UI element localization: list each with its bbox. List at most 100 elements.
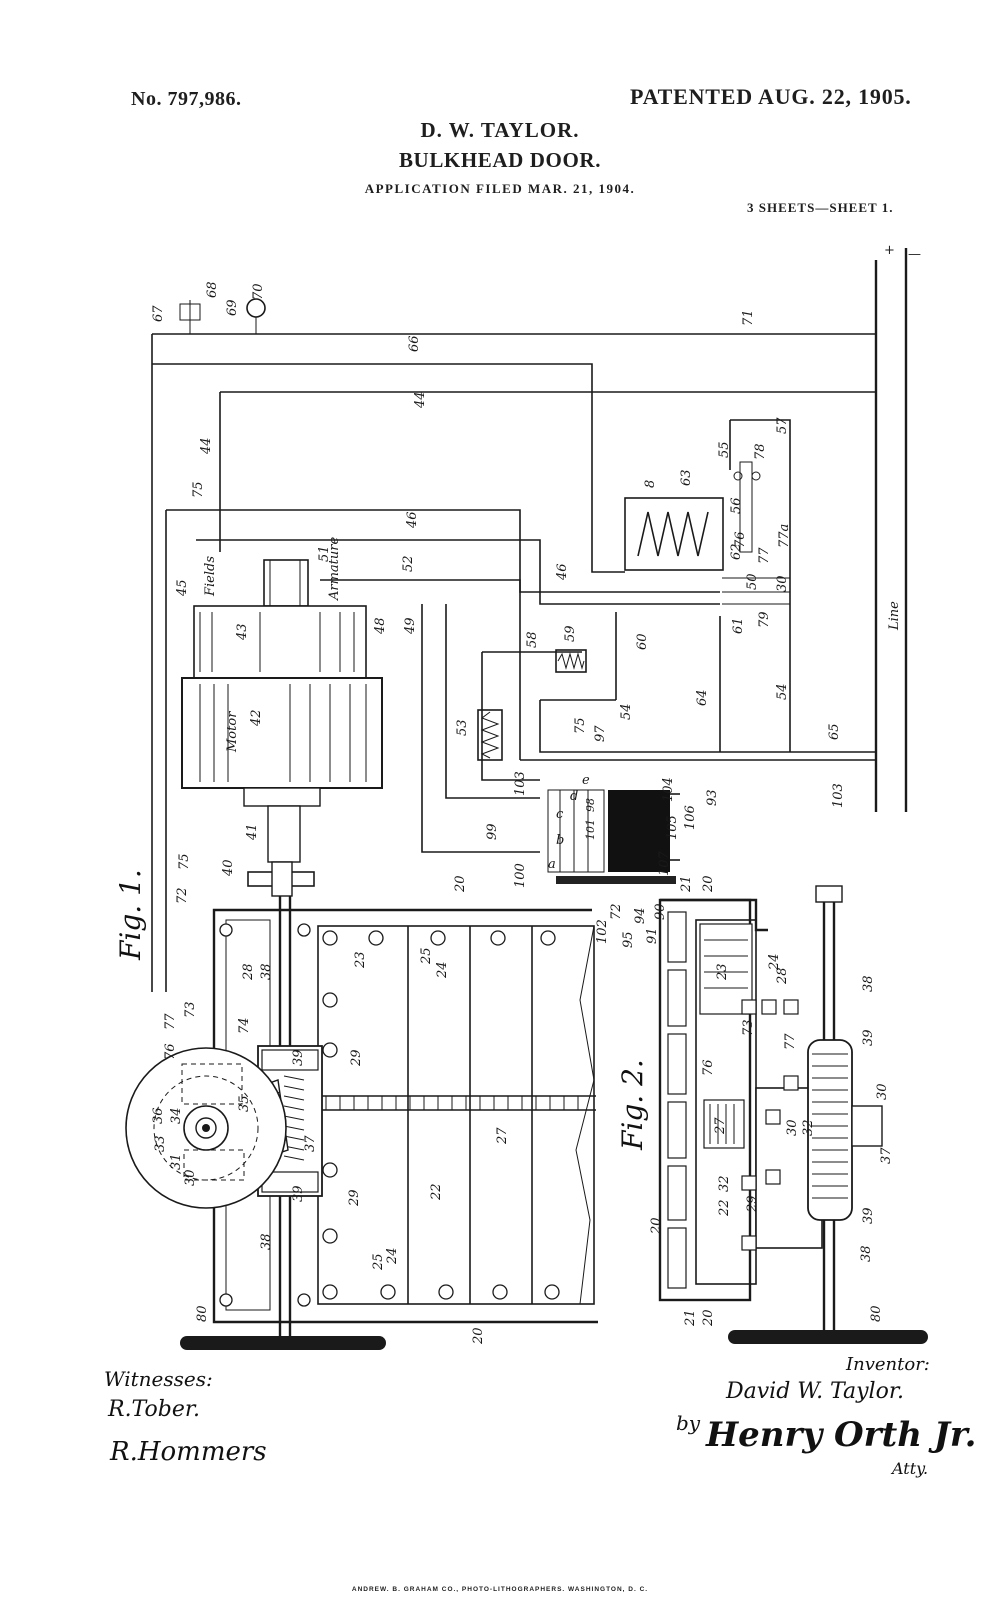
patented-date: PATENTED AUG. 22, 1905. xyxy=(630,84,912,109)
numeral-28a: 28 xyxy=(241,963,256,981)
numeral-24b: 24 xyxy=(385,1247,400,1265)
numeral-28b: 28 xyxy=(775,967,790,985)
numeral-58: 58 xyxy=(525,631,540,648)
numeral-75c: 75 xyxy=(177,853,192,870)
witness-2-signature: R.Hommers xyxy=(109,1437,267,1467)
numeral-78: 78 xyxy=(753,443,768,460)
numeral-75a: 75 xyxy=(191,481,206,498)
fig1-label: Fig. 1. xyxy=(114,869,147,961)
numeral-27a: 27 xyxy=(495,1127,510,1145)
numeral-49: 49 xyxy=(403,617,418,635)
numeral-23b: 23 xyxy=(715,963,730,981)
numeral-20b: 20 xyxy=(453,875,468,893)
numeral-41: 41 xyxy=(245,823,260,841)
letter-c: c xyxy=(556,807,564,822)
numeral-39d: 39 xyxy=(861,1207,876,1224)
numeral-98: 98 xyxy=(584,798,597,812)
numeral-73b: 73 xyxy=(741,1019,756,1036)
numeral-43: 43 xyxy=(235,623,250,641)
controller-switch xyxy=(547,789,680,884)
numeral-100: 100 xyxy=(513,863,528,888)
letter-e: e xyxy=(582,773,590,788)
fields-label: Fields xyxy=(203,556,218,597)
numeral-103a: 103 xyxy=(831,783,846,808)
numeral-20e: 20 xyxy=(701,1309,716,1327)
worm-wheel xyxy=(125,1047,287,1209)
numeral-77c: 77 xyxy=(783,1033,798,1050)
numeral-71: 71 xyxy=(741,309,756,326)
numeral-44b: 44 xyxy=(199,437,214,455)
numeral-38b: 38 xyxy=(259,1233,274,1250)
patent-number: No. 797,986. xyxy=(131,88,242,110)
numeral-94: 94 xyxy=(633,907,648,924)
numeral-24a: 24 xyxy=(435,961,450,979)
numeral-30top: 30 xyxy=(775,575,790,592)
numeral-77a: 77a xyxy=(777,524,792,548)
numeral-105: 105 xyxy=(665,815,680,840)
numeral-46b: 46 xyxy=(555,563,570,581)
numeral-72a: 72 xyxy=(609,903,624,920)
top-wiring xyxy=(151,298,876,992)
numeral-59: 59 xyxy=(563,625,578,642)
numeral-76c: 76 xyxy=(701,1059,716,1076)
numeral-21a: 21 xyxy=(679,875,694,893)
numeral-38a: 38 xyxy=(259,963,274,980)
numeral-22a: 22 xyxy=(429,1183,444,1201)
numeral-20a: 20 xyxy=(701,875,716,893)
handwheel-fig1 xyxy=(180,1336,386,1350)
line-plus-label: + xyxy=(884,243,895,258)
letter-b: b xyxy=(556,833,564,848)
numeral-40: 40 xyxy=(221,859,236,877)
numeral-8: 8 xyxy=(643,480,658,488)
numeral-37a: 37 xyxy=(303,1135,318,1152)
numeral-30b: 30 xyxy=(875,1083,890,1100)
numeral-56: 56 xyxy=(729,497,744,514)
numeral-70: 70 xyxy=(251,283,266,300)
armature-label: Armature xyxy=(327,537,342,601)
resistor-59 xyxy=(555,649,587,673)
numeral-46a: 46 xyxy=(405,511,420,529)
numeral-104: 104 xyxy=(661,777,676,802)
numeral-53: 53 xyxy=(455,719,470,736)
numeral-66: 66 xyxy=(407,335,422,352)
numeral-101: 101 xyxy=(584,819,597,840)
sheet-info: 3 SHEETS—SHEET 1. xyxy=(747,200,894,215)
numeral-75b: 75 xyxy=(573,717,588,734)
numeral-55: 55 xyxy=(717,441,732,458)
numeral-22b: 22 xyxy=(717,1199,732,1217)
attorney-signature: Henry Orth Jr. xyxy=(705,1415,977,1455)
signatures: Witnesses: R.Tober. R.Hommers Inventor: … xyxy=(104,1354,977,1478)
numeral-97: 97 xyxy=(593,725,608,742)
electric-motor: Motor Fields Armature xyxy=(181,537,383,863)
numeral-57: 57 xyxy=(775,417,790,434)
numeral-65: 65 xyxy=(827,723,842,740)
letter-d: d xyxy=(570,789,578,804)
numeral-36: 36 xyxy=(151,1107,166,1124)
numeral-47: 77 xyxy=(757,547,772,564)
numeral-48: 48 xyxy=(373,617,388,635)
numeral-54b: 54 xyxy=(619,703,634,720)
numeral-93: 93 xyxy=(705,789,720,806)
application-filed: APPLICATION FILED MAR. 21, 1904. xyxy=(364,181,636,196)
fig2-label: Fig. 2. xyxy=(616,1059,649,1151)
numeral-64: 64 xyxy=(695,689,710,706)
invention-title: BULKHEAD DOOR. xyxy=(398,148,602,172)
numeral-102: 102 xyxy=(595,919,610,944)
numeral-45: 45 xyxy=(175,579,190,597)
numeral-20d: 20 xyxy=(649,1217,664,1235)
numeral-54a: 54 xyxy=(775,683,790,700)
numeral-30c: 30 xyxy=(785,1119,800,1136)
numeral-27b: 27 xyxy=(713,1117,728,1135)
numeral-91: 91 xyxy=(645,927,660,944)
numeral-96: 95 xyxy=(621,931,636,948)
numeral-60: 60 xyxy=(635,633,650,650)
numeral-99: 99 xyxy=(485,823,500,840)
numeral-42: 42 xyxy=(249,709,264,727)
numeral-32a: 32 xyxy=(801,1119,816,1136)
by-label: by xyxy=(676,1411,701,1435)
attorney-label: Atty. xyxy=(890,1459,928,1478)
numeral-32b: 32 xyxy=(717,1175,732,1192)
numeral-72b: 72 xyxy=(175,887,190,904)
numeral-39c: 39 xyxy=(861,1029,876,1046)
